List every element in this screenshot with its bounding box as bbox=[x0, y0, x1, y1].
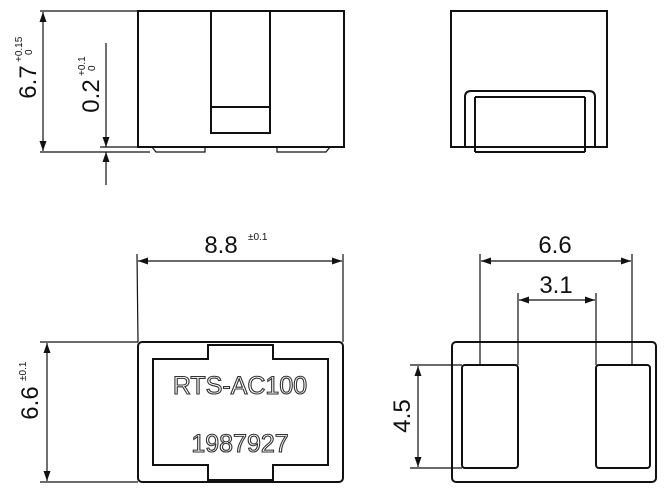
marking-line2: 1987927 bbox=[191, 430, 288, 458]
body-outline bbox=[451, 341, 657, 483]
terminal-slot bbox=[210, 11, 271, 134]
marking-area bbox=[152, 344, 329, 481]
standoff-tol-lower: 0 bbox=[87, 65, 98, 71]
body-outline bbox=[450, 10, 608, 148]
inner-gap-label: 3.1 bbox=[539, 272, 572, 299]
standoff-label: 0.2 bbox=[78, 79, 105, 112]
depth-label: 6.6 bbox=[17, 386, 44, 419]
marking-line1: RTS-AC100 bbox=[173, 372, 307, 400]
side-view bbox=[450, 10, 608, 153]
terminal-face bbox=[474, 96, 586, 153]
extension-line bbox=[136, 253, 139, 343]
pad-right bbox=[595, 364, 651, 469]
pad-length-label: 4.5 bbox=[389, 399, 416, 432]
standoff-tol-upper: +0.1 bbox=[77, 56, 88, 76]
front-view: 6.7 +0.15 0 0.2 +0.1 0 bbox=[14, 10, 345, 185]
height-tol-upper: +0.15 bbox=[14, 36, 25, 62]
body-outline bbox=[137, 10, 345, 148]
terminal-outline bbox=[464, 90, 596, 147]
height-tol-lower: 0 bbox=[24, 49, 35, 55]
top-view: RTS-AC100 1987927 8.8 ±0.1 6.6 ±0.1 bbox=[17, 232, 344, 483]
height-label: 6.7 bbox=[15, 65, 42, 98]
footprint-view: 6.6 3.1 4.5 bbox=[389, 232, 657, 483]
width-tol: ±0.1 bbox=[248, 232, 268, 243]
width-label: 8.8 bbox=[204, 232, 237, 259]
pad-left bbox=[461, 364, 519, 469]
depth-tol: ±0.1 bbox=[18, 361, 29, 381]
bottom-pads bbox=[151, 146, 331, 153]
body-outline bbox=[137, 341, 344, 483]
outer-span-label: 6.6 bbox=[538, 232, 571, 259]
